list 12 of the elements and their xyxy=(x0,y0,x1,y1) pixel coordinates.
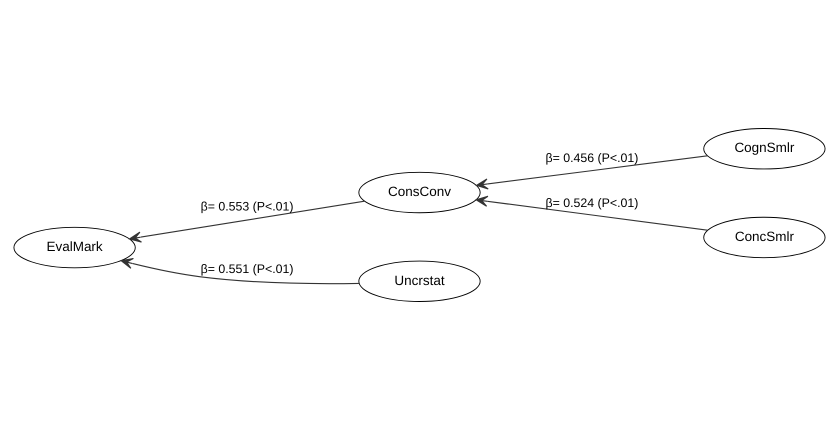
edge-label: β= 0.553 (P<.01) xyxy=(200,198,294,213)
edge-label: β= 0.456 (P<.01) xyxy=(546,150,638,164)
node-ellipse: Uncrstat xyxy=(358,260,481,302)
arrow xyxy=(476,154,708,190)
edge-label: β= 0.524 (P<.01) xyxy=(546,195,638,210)
edge-label: β= 0.551 (P<.01) xyxy=(200,262,294,276)
arrow xyxy=(476,195,708,230)
arrow xyxy=(120,257,359,284)
arrow xyxy=(129,200,365,242)
node-ellipse: ConsConv xyxy=(358,171,481,213)
node-ellipse: CognSmlr xyxy=(703,128,826,169)
node-ellipse: ConcSmlr xyxy=(703,216,826,258)
